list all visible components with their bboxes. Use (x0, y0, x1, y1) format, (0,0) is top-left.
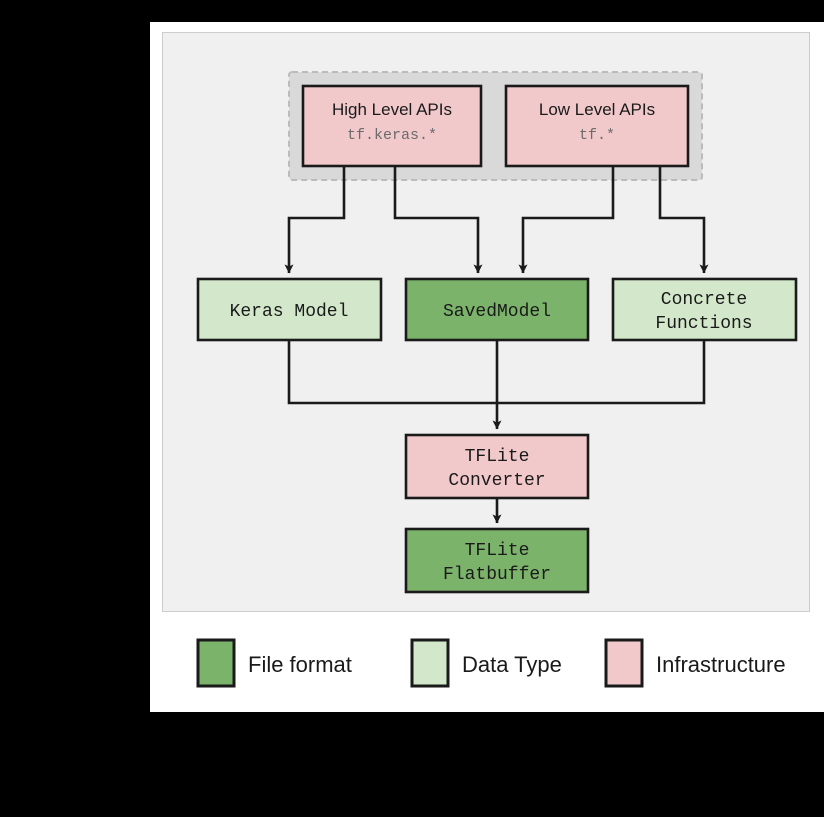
node-low-level-apis-subtitle: tf.* (579, 127, 615, 144)
legend-item-file-format[interactable]: File format (196, 638, 352, 688)
node-concrete-functions-title-line2: Functions (655, 314, 752, 334)
node-concrete-functions-box[interactable] (611, 277, 798, 342)
edge-low-to-savedmodel (518, 166, 615, 274)
node-high-level-apis-title: High Level APIs (332, 100, 452, 119)
node-low-level-apis[interactable]: Low Level APIs tf.* (504, 84, 690, 168)
node-tflite-converter-title-line2: Converter (448, 471, 545, 491)
edge-concrete-to-converter (497, 340, 706, 405)
figure-card: High Level APIs tf.keras.* Low Level API… (150, 22, 824, 712)
node-savedmodel-box[interactable] (404, 277, 590, 342)
node-concrete-functions-title-line1: Concrete (661, 290, 747, 310)
legend-item-data-type[interactable]: Data Type (410, 638, 562, 688)
legend-swatch-infrastructure (604, 638, 644, 688)
edge-high-to-savedmodel (393, 166, 483, 274)
legend-swatch-file-format (196, 638, 236, 688)
legend-label-data-type: Data Type (462, 652, 562, 677)
edge-high-to-keras (284, 166, 346, 274)
node-tflite-flatbuffer-title-line2: Flatbuffer (443, 565, 551, 585)
node-high-level-apis[interactable]: High Level APIs tf.keras.* (301, 84, 483, 168)
flowchart-svg: High Level APIs tf.keras.* Low Level API… (196, 71, 798, 594)
node-low-level-apis-box[interactable] (504, 84, 690, 168)
node-concrete-functions[interactable]: Concrete Functions (611, 277, 798, 342)
diagram-panel: High Level APIs tf.keras.* Low Level API… (162, 32, 810, 612)
node-savedmodel[interactable]: SavedModel (404, 277, 590, 342)
node-high-level-apis-subtitle: tf.keras.* (347, 127, 437, 144)
edge-layer (284, 166, 709, 524)
legend-label-infrastructure: Infrastructure (656, 652, 786, 677)
node-tflite-flatbuffer-box[interactable] (404, 527, 590, 594)
node-keras-model[interactable]: Keras Model (196, 277, 383, 342)
node-tflite-converter-box[interactable] (404, 433, 590, 500)
node-high-level-apis-box[interactable] (301, 84, 483, 168)
legend-label-file-format: File format (248, 652, 352, 677)
node-savedmodel-title: SavedModel (443, 302, 551, 322)
legend-swatch-data-type (410, 638, 450, 688)
legend: File format Data Type Infrastructure (196, 638, 786, 688)
node-tflite-flatbuffer-title-line1: TFLite (465, 541, 530, 561)
node-keras-model-title: Keras Model (230, 302, 349, 322)
node-tflite-converter[interactable]: TFLite Converter (404, 433, 590, 500)
node-tflite-flatbuffer[interactable]: TFLite Flatbuffer (404, 527, 590, 594)
node-low-level-apis-title: Low Level APIs (539, 100, 655, 119)
legend-item-infrastructure[interactable]: Infrastructure (604, 638, 786, 688)
edge-keras-to-converter (287, 340, 497, 405)
node-tflite-converter-title-line1: TFLite (465, 447, 530, 467)
edge-low-to-concrete (658, 166, 709, 274)
node-keras-model-box[interactable] (196, 277, 383, 342)
